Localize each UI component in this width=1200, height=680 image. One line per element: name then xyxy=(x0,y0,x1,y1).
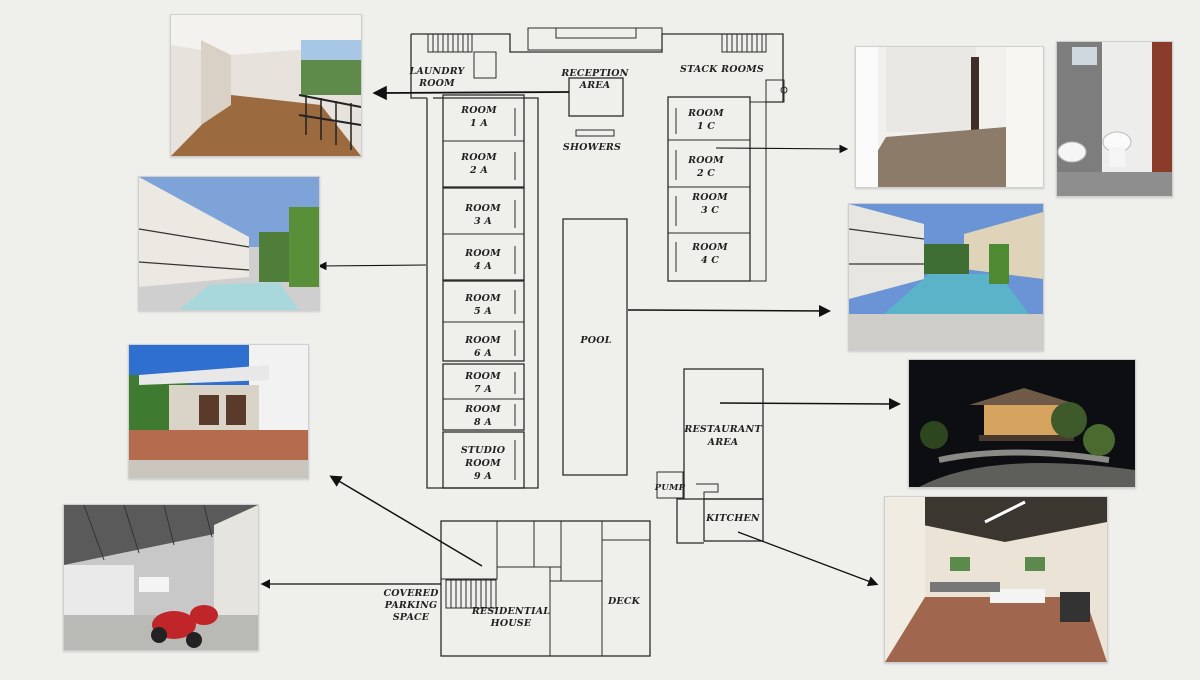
label-reception: RECEPTION xyxy=(560,68,628,79)
pool-outline xyxy=(562,218,628,476)
photo-pool-view xyxy=(848,203,1044,351)
label-room-6a: ROOM xyxy=(464,335,501,346)
label-covered: COVERED xyxy=(383,588,439,599)
label-room-3a-num: 3 A xyxy=(474,216,492,227)
label-showers: SHOWERS xyxy=(563,142,621,153)
label-room-2c-num: 2 C xyxy=(696,168,715,179)
photo-laundry-corridor xyxy=(170,14,362,157)
reception-box xyxy=(568,77,624,117)
restaurant-building xyxy=(656,368,764,544)
label-room-4a: ROOM xyxy=(464,248,501,259)
label-laundry-room: ROOM xyxy=(418,78,455,89)
arrow-kitchen-to-photo xyxy=(737,531,879,587)
label-studio: STUDIO xyxy=(461,445,506,456)
label-studio-room: ROOM xyxy=(464,458,501,469)
label-parking: PARKING xyxy=(384,600,438,611)
label-room-3c: ROOM xyxy=(691,192,728,203)
photo-building-a-pool xyxy=(138,176,320,311)
label-house: HOUSE xyxy=(490,618,532,629)
top-wall xyxy=(410,27,784,103)
label-deck: DECK xyxy=(607,596,641,607)
label-room-4c: ROOM xyxy=(691,242,728,253)
label-room-6a-num: 6 A xyxy=(474,348,492,359)
label-studio-num: 9 A xyxy=(474,471,492,482)
photo-kitchen-interior xyxy=(884,496,1108,663)
label-room-1a-num: 1 A xyxy=(470,118,488,129)
residential-building xyxy=(440,520,651,657)
label-restaurant: RESTAURANT xyxy=(683,424,762,435)
arrow-reception-to-corridor xyxy=(372,85,570,101)
arrow-restaurant-to-photo xyxy=(719,397,901,410)
showers-fixture xyxy=(575,129,615,137)
label-room-8a: ROOM xyxy=(464,404,501,415)
label-restaurant-area: AREA xyxy=(707,437,739,448)
label-room-2a-num: 2 A xyxy=(469,165,488,176)
arrow-pool-to-photo xyxy=(627,304,831,317)
label-room-5a-num: 5 A xyxy=(474,306,492,317)
photo-covered-parking xyxy=(63,504,259,651)
label-room-2c: ROOM xyxy=(687,155,724,166)
label-room-4c-num: 4 C xyxy=(701,255,719,266)
label-laundry: LAUNDRY xyxy=(408,66,465,77)
label-room-5a: ROOM xyxy=(464,293,501,304)
label-reception-area: AREA xyxy=(579,80,611,91)
label-room-1c-num: 1 C xyxy=(697,121,715,132)
arrow-block-a-to-photo xyxy=(317,261,427,271)
label-pump: PUMP xyxy=(654,483,686,493)
stairs-right xyxy=(721,33,788,103)
arrow-room-1c-to-photo xyxy=(715,144,849,154)
label-room-2a: ROOM xyxy=(460,152,497,163)
block-c xyxy=(667,96,767,282)
label-kitchen: KITCHEN xyxy=(705,513,760,524)
arrow-residential-to-deck-photo xyxy=(329,475,483,567)
label-stack-rooms: STACK ROOMS xyxy=(680,64,764,75)
photo-bathroom xyxy=(1056,41,1173,197)
photo-residential-deck xyxy=(128,344,309,479)
stairs-left xyxy=(427,33,497,79)
label-pool: POOL xyxy=(579,335,611,346)
photo-room-interior xyxy=(855,46,1044,188)
label-room-8a-num: 8 A xyxy=(474,417,492,428)
label-space: SPACE xyxy=(393,612,430,623)
label-room-4a-num: 4 A xyxy=(474,261,492,272)
block-a xyxy=(426,94,539,489)
label-room-7a: ROOM xyxy=(464,371,501,382)
label-room-3a: ROOM xyxy=(464,203,501,214)
photo-restaurant-night xyxy=(908,359,1136,488)
label-residential: RESIDENTIAL xyxy=(471,606,550,617)
label-room-3c-num: 3 C xyxy=(701,205,719,216)
label-room-7a-num: 7 A xyxy=(474,384,492,395)
label-room-1a: ROOM xyxy=(460,105,497,116)
label-room-1c: ROOM xyxy=(687,108,724,119)
